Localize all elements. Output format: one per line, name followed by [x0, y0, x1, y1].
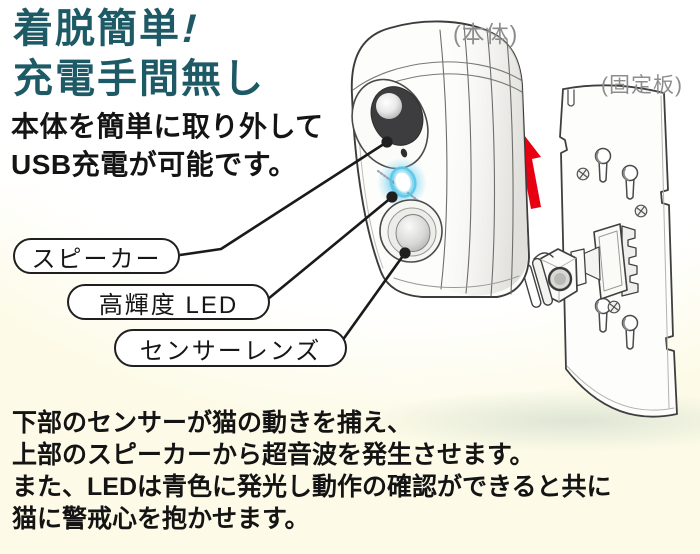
keyhole-bottom-right: [621, 314, 639, 350]
callout-lines: [179, 140, 407, 342]
mounting-clamp: [521, 223, 639, 308]
keyhole-top-left: [594, 147, 612, 183]
clamp-socket-dome: [554, 273, 566, 285]
device-body-label: (本体): [453, 21, 519, 47]
callout-line-speaker: [179, 140, 388, 257]
screw-2: [634, 204, 648, 218]
callout-dot-led: [386, 191, 398, 203]
clamp-flange-inner: [598, 230, 623, 292]
callout-dot-speaker: [381, 136, 393, 148]
description-line-1: 下部のセンサーが猫の動きを捕え、: [12, 409, 413, 437]
led-lens: [393, 170, 413, 194]
callout-pill-speaker: スピーカー: [13, 238, 180, 274]
sensor-dome: [395, 214, 431, 252]
mounting-plate-label: (固定板): [601, 74, 683, 97]
device-bottom-seam: [393, 275, 520, 288]
screw-3: [607, 300, 621, 314]
description-line-3: また、LEDは青色に発光し動作の確認ができると共に: [12, 473, 612, 501]
device-body: [350, 20, 530, 298]
callout-pill-speaker-label: スピーカー: [31, 245, 162, 273]
description-line-2: 上部のスピーカーから超音波を発生させます。: [12, 441, 535, 469]
keyhole-bottom-left: [594, 297, 612, 333]
speaker-ball: [376, 93, 402, 119]
callout-pill-led: 高輝度 LED: [67, 284, 270, 320]
callout-pill-sensor-lens: センサーレンズ: [114, 329, 347, 367]
subheadline: 本体を簡単に取り外して USB充電が可能です。: [11, 108, 324, 184]
speaker-unit: [351, 78, 429, 170]
plate-thickness-line: [566, 95, 675, 411]
plate-top-slot: [567, 89, 575, 107]
plate-screws: [576, 167, 648, 314]
mounting-plate: [521, 84, 678, 418]
screw-1: [576, 167, 590, 181]
speaker-hole: [400, 148, 408, 158]
callout-pill-led-label: 高輝度 LED: [98, 291, 239, 319]
headline-line1: 着脱簡単!: [13, 4, 265, 54]
description-line-4: 猫に警戒心を抱かせます。: [12, 505, 310, 533]
callout-line-led: [267, 195, 393, 301]
keyhole-slots: [594, 147, 639, 350]
headline: 着脱簡単! 充電手間無し: [13, 4, 265, 104]
subheadline-line2: USB充電が可能です。: [11, 149, 297, 180]
callout-dot-sensor: [399, 247, 411, 259]
sensor-lens-unit: [379, 199, 443, 263]
led-ring: [389, 166, 417, 198]
callout-dots: [381, 136, 411, 259]
device-side-shading: [440, 26, 528, 297]
callout-line-sensor: [340, 252, 407, 342]
subheadline-line1: 本体を簡単に取り外して: [11, 111, 324, 142]
description-paragraph: 下部のセンサーが猫の動きを捕え、 上部のスピーカーから超音波を発生させます。 ま…: [12, 407, 612, 535]
keyhole-top-right: [621, 164, 639, 200]
callout-pill-sensor-lens-label: センサーレンズ: [139, 337, 322, 365]
headline-line2: 充電手間無し: [13, 57, 265, 101]
